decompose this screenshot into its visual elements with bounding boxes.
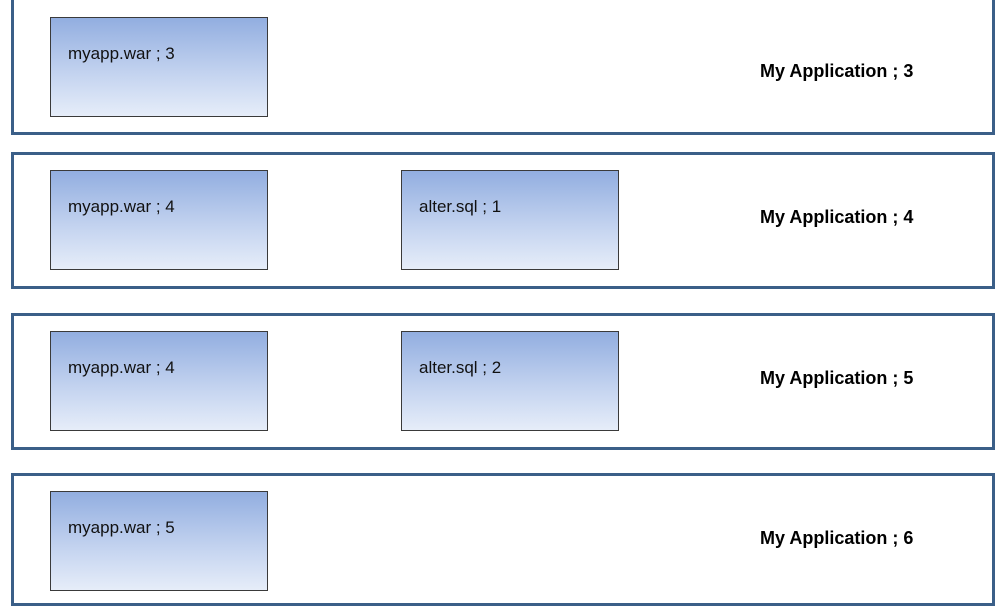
artifact-box-war: myapp.war ; 3 — [50, 17, 268, 117]
artifact-label: myapp.war ; 4 — [68, 197, 175, 216]
artifact-label: alter.sql ; 2 — [419, 358, 502, 377]
artifact-box-war: myapp.war ; 4 — [50, 170, 268, 270]
artifact-label: myapp.war ; 3 — [68, 44, 175, 63]
application-version-label: My Application ; 5 — [760, 368, 914, 388]
application-version-label: My Application ; 3 — [760, 61, 914, 81]
application-version-label: My Application ; 6 — [760, 528, 914, 548]
release-row-4: myapp.war ; 5 My Application ; 6 — [11, 473, 995, 606]
artifact-box-war: myapp.war ; 5 — [50, 491, 268, 591]
application-version-label: My Application ; 4 — [760, 207, 914, 227]
artifact-box-sql: alter.sql ; 1 — [401, 170, 619, 270]
release-row-1: myapp.war ; 3 My Application ; 3 — [11, 0, 995, 135]
release-row-3: myapp.war ; 4 alter.sql ; 2 My Applicati… — [11, 313, 995, 450]
artifact-box-war: myapp.war ; 4 — [50, 331, 268, 431]
release-row-2: myapp.war ; 4 alter.sql ; 1 My Applicati… — [11, 152, 995, 289]
artifact-label: myapp.war ; 5 — [68, 518, 175, 537]
artifact-label: myapp.war ; 4 — [68, 358, 175, 377]
artifact-box-sql: alter.sql ; 2 — [401, 331, 619, 431]
artifact-label: alter.sql ; 1 — [419, 197, 502, 216]
